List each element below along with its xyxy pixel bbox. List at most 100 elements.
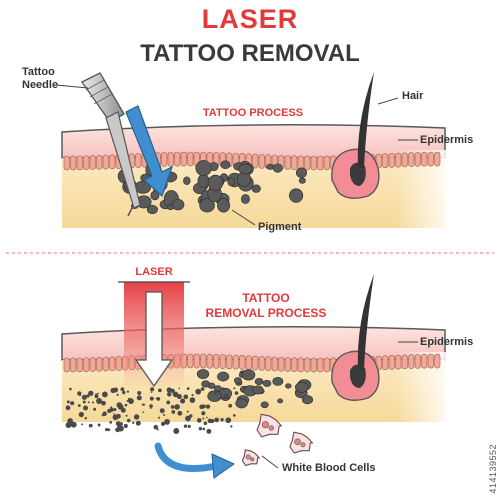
- skin-cell: [388, 355, 395, 370]
- skin-cell: [284, 357, 291, 372]
- pigment-particle: [295, 381, 309, 393]
- pigment-particle: [295, 167, 307, 178]
- pigment-fragment: [126, 399, 129, 402]
- pigment-fragment: [67, 418, 73, 424]
- pigment-particle: [227, 177, 236, 187]
- skin-cell: [258, 356, 265, 371]
- skin-cell: [109, 356, 116, 372]
- skin-cell: [271, 356, 278, 372]
- pigment-fragment: [116, 393, 119, 396]
- pigment-particle: [220, 160, 231, 170]
- pigment-fragment: [205, 404, 211, 409]
- pigment-fragment: [70, 401, 75, 406]
- pigment-particle: [272, 376, 284, 386]
- pigment-fragment: [233, 387, 236, 390]
- skin-cell: [187, 151, 194, 167]
- pigment-fragment: [81, 394, 87, 400]
- skin-cell: [96, 155, 103, 170]
- pigment-fragment: [214, 417, 219, 423]
- pigment-fragment: [170, 405, 175, 409]
- skin-cell: [206, 353, 213, 369]
- label-white-blood-cells: White Blood Cells: [282, 462, 376, 474]
- skin-cell: [427, 151, 434, 167]
- pigment-fragment: [174, 428, 179, 433]
- skin-cell: [96, 357, 103, 372]
- skin-cell: [200, 353, 207, 369]
- pigment-fragment: [93, 407, 97, 411]
- skin-cell: [70, 357, 77, 373]
- pigment-fragment: [186, 387, 189, 390]
- pigment-fragment: [202, 427, 206, 431]
- pigment-fragment: [198, 427, 203, 431]
- pigment-fragment: [183, 394, 189, 400]
- skin-cell: [421, 353, 428, 369]
- pigment-fragment: [171, 410, 176, 414]
- pigment-particle: [183, 176, 191, 185]
- skin-cell: [252, 153, 259, 169]
- title-line1: LASER: [201, 4, 299, 34]
- pigment-particle: [207, 174, 224, 192]
- skin-cell: [161, 152, 168, 167]
- pigment-fragment: [195, 388, 202, 395]
- stock-watermark: 414139552: [488, 444, 498, 494]
- pigment-fragment: [191, 393, 194, 397]
- skin-cell: [408, 354, 415, 369]
- pigment-fragment: [183, 424, 188, 428]
- pigment-fragment: [185, 415, 191, 422]
- pigment-particle: [260, 401, 269, 409]
- skin-cell: [63, 155, 70, 171]
- pigment-fragment: [163, 413, 166, 416]
- pigment-fragment: [177, 410, 183, 416]
- white-blood-cells: [241, 413, 314, 467]
- tattoo-removal-panel: [61, 274, 455, 479]
- skin-cell: [213, 354, 220, 369]
- pigment-fragment: [153, 424, 159, 430]
- skin-cell: [291, 357, 298, 372]
- title-line2: TATTOO REMOVAL: [140, 40, 360, 67]
- pigment-fragment: [150, 391, 153, 393]
- pigment-fragment: [166, 392, 172, 397]
- white-blood-cell: [241, 449, 260, 467]
- laser-down-arrow: [134, 291, 174, 388]
- label-pigment: Pigment: [258, 221, 302, 233]
- pigment-fragment: [137, 390, 142, 396]
- skin-cell: [401, 152, 408, 168]
- pigment-particle: [272, 163, 283, 173]
- skin-cell: [427, 353, 434, 369]
- pigment-fragment: [120, 387, 125, 392]
- pigment-fragment: [206, 428, 212, 434]
- pigment-fragment: [223, 393, 229, 399]
- pigment-fragment: [158, 416, 161, 419]
- pigment-fragment: [221, 387, 225, 391]
- pigment-fragment: [135, 420, 141, 426]
- pigment-particle: [262, 379, 272, 387]
- label-laser: LASER: [135, 266, 173, 278]
- skin-cell: [265, 356, 272, 371]
- skin-cell: [284, 155, 291, 170]
- label-epidermis-bottom: Epidermis: [420, 336, 474, 348]
- tattoo-needle: [81, 72, 141, 217]
- skin-cell: [193, 353, 200, 369]
- pigment-particle: [251, 184, 261, 193]
- pigment-fragment: [126, 390, 130, 393]
- pigment-fragment: [113, 407, 117, 412]
- pigment-fragment: [87, 401, 90, 404]
- skin-cell: [434, 353, 441, 369]
- pigment-fragment: [77, 391, 82, 396]
- pigment-fragment: [70, 421, 77, 428]
- pigment-fragment: [124, 403, 128, 407]
- pigment-fragment: [133, 414, 140, 420]
- skin-cell: [83, 357, 90, 373]
- skin-cell: [382, 355, 389, 371]
- skin-cell: [304, 357, 311, 373]
- pigment-fragment: [113, 387, 119, 393]
- skin-cell: [252, 355, 259, 371]
- pigment-particle: [241, 369, 256, 381]
- pigment-particle: [197, 173, 210, 188]
- needle-direction-arrow: [125, 105, 174, 198]
- white-blood-cell: [256, 413, 283, 438]
- pigment-fragment: [178, 387, 181, 390]
- skin-cell: [102, 356, 109, 372]
- pigment-fragment: [166, 387, 172, 393]
